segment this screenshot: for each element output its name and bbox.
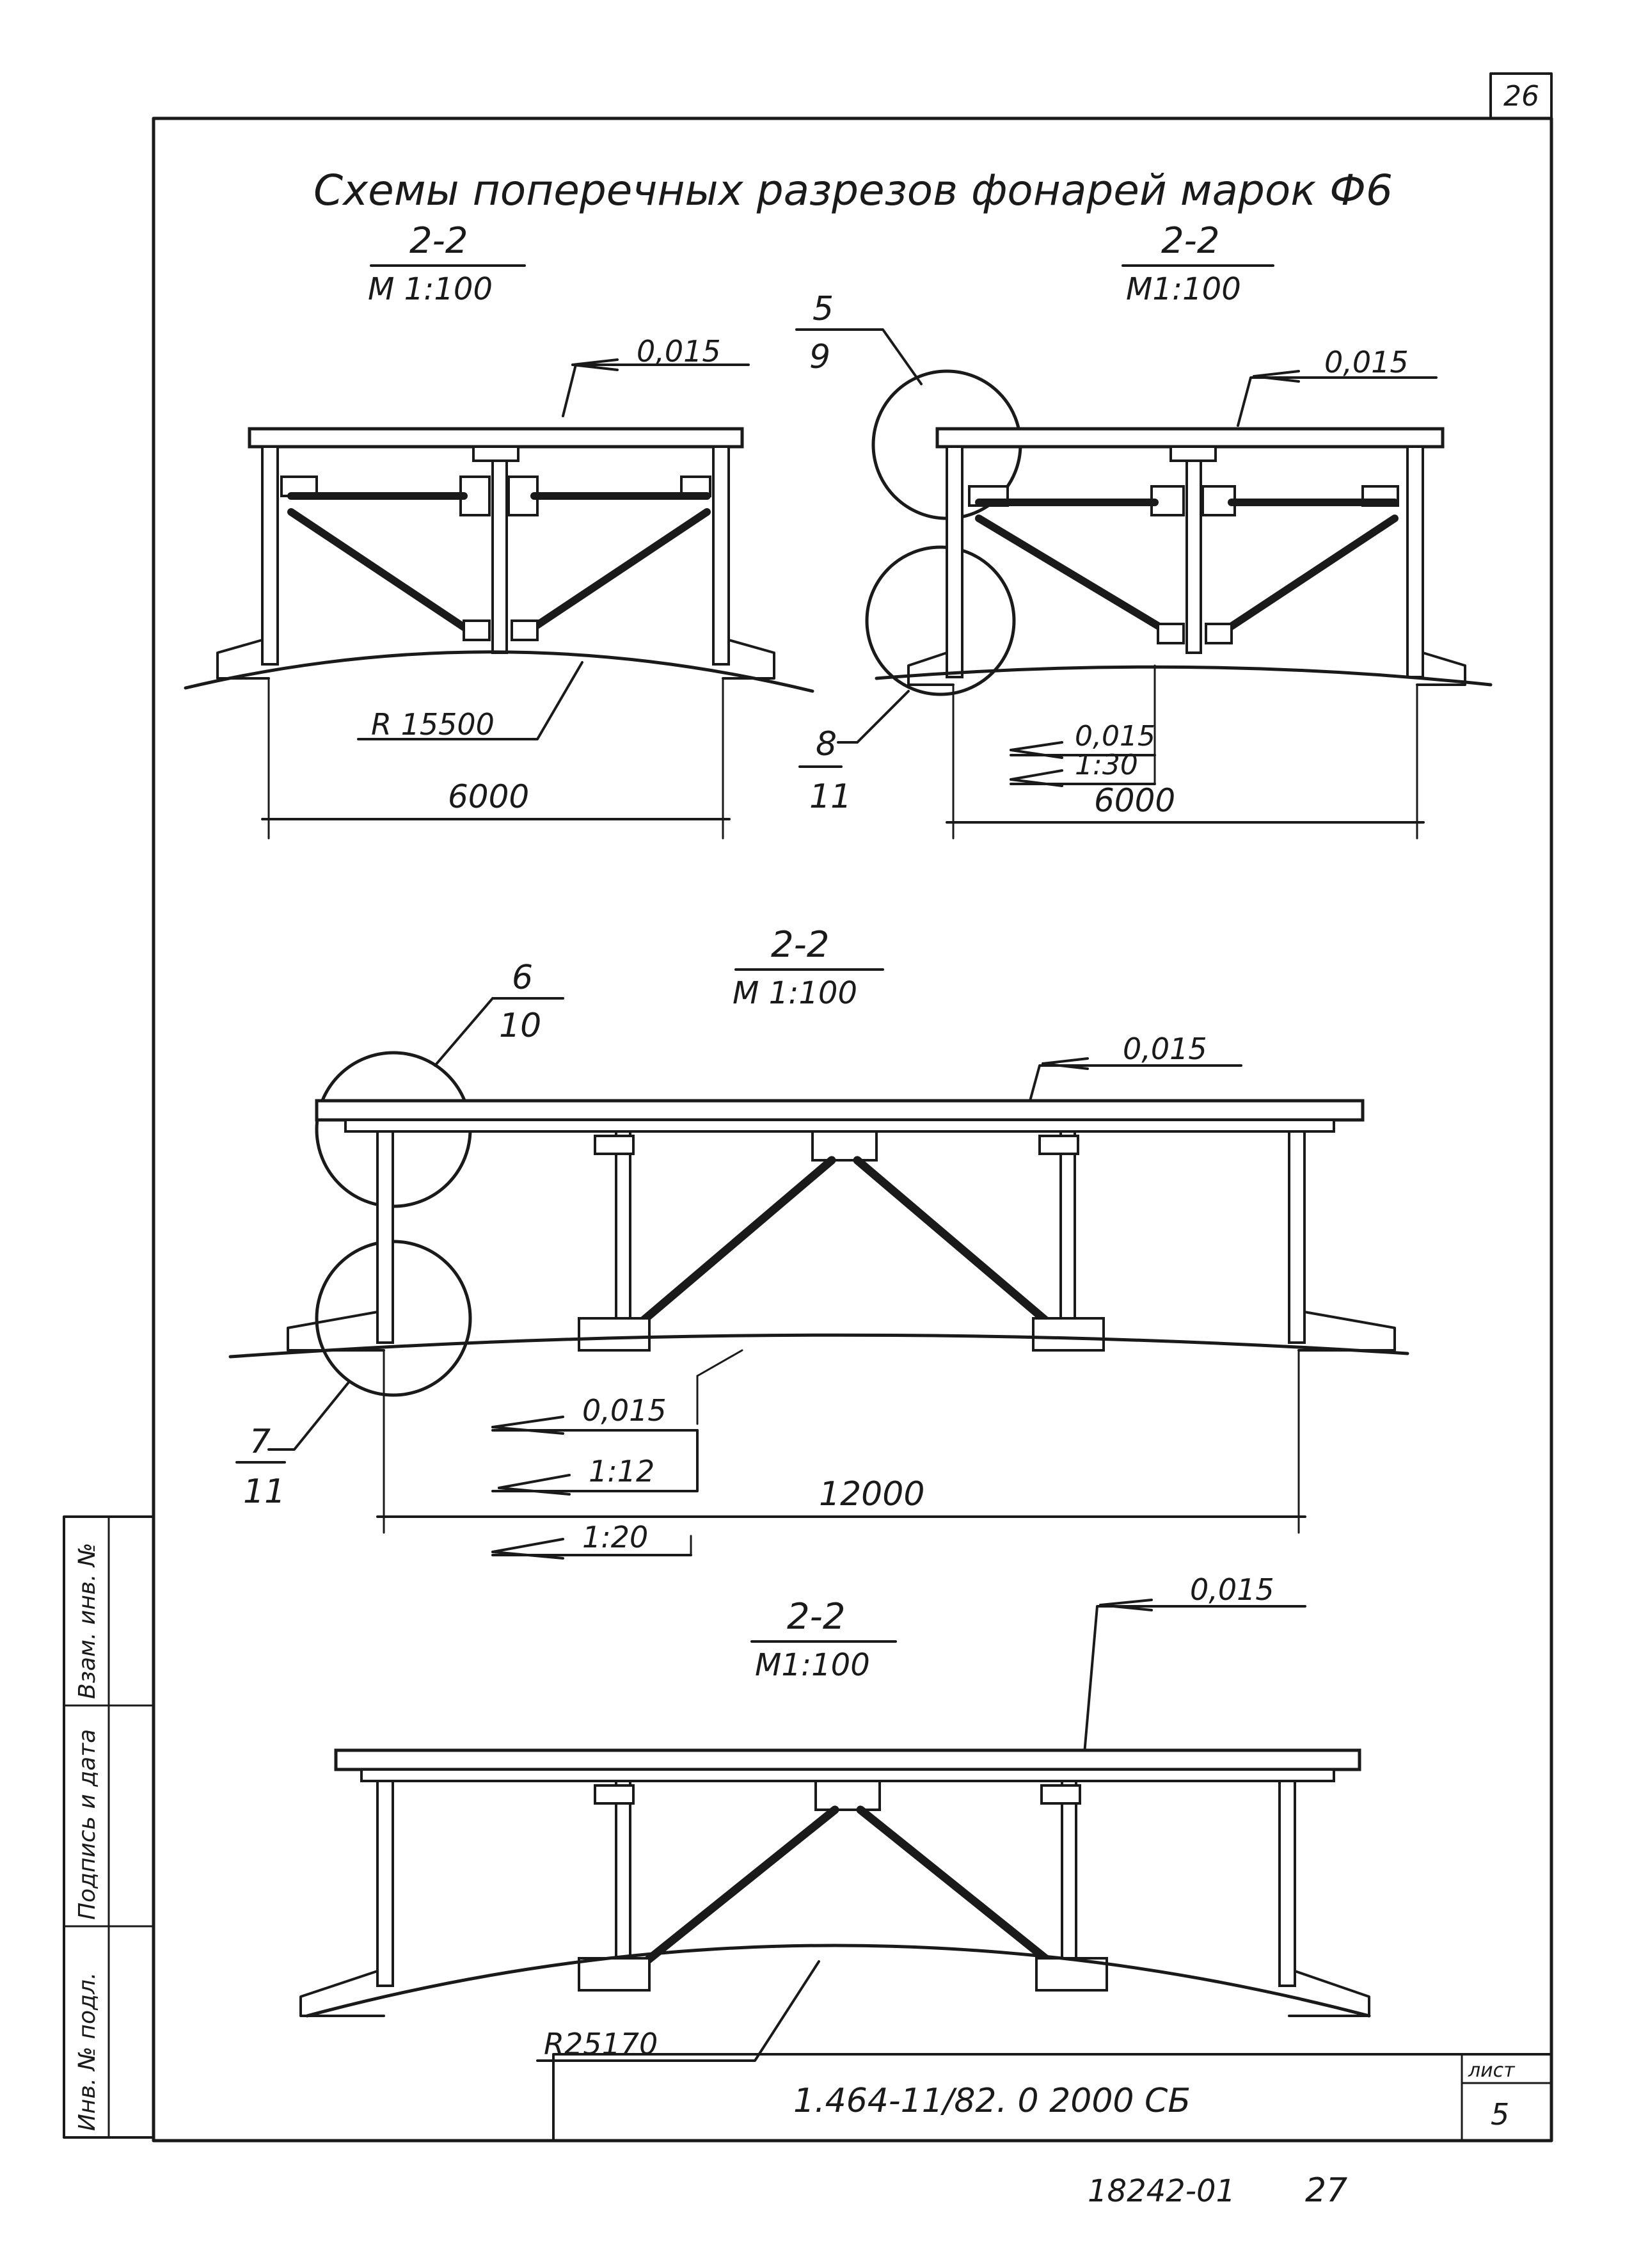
callout-b-num: 8 <box>816 725 837 763</box>
slope-bottom-2: 1:30 <box>1075 749 1138 781</box>
slope-bottom-1: 0,015 <box>582 1393 667 1428</box>
section-label: 2-2 <box>1161 220 1219 262</box>
section-scale: М1:100 <box>1126 271 1241 307</box>
roof-slope: 0,015 <box>1190 1572 1274 1607</box>
callout-b-den: 11 <box>809 778 852 816</box>
callout-b-den: 11 <box>243 1473 285 1511</box>
side-stamp: Инв. № подл. Подпись и дата Взам. инв. № <box>63 1515 155 2139</box>
span-dimension: 6000 <box>1094 782 1175 819</box>
roof-slope: 0,015 <box>1324 345 1409 379</box>
archive-page: 27 <box>1305 2171 1347 2210</box>
section-scale: М 1:100 <box>733 975 857 1011</box>
roof-slope: 0,015 <box>637 334 721 369</box>
callout-b-num: 7 <box>250 1423 271 1461</box>
section-label: 2-2 <box>787 1596 845 1638</box>
callout-a-num: 6 <box>512 959 533 997</box>
callout-a-num: 5 <box>812 290 834 328</box>
sheet-label: лист <box>1468 2059 1516 2082</box>
radius-label: R 15500 <box>371 707 495 742</box>
slope-bottom-3: 1:20 <box>582 1520 648 1554</box>
stamp-cell-sign: Подпись и дата <box>74 1729 100 1920</box>
document-code: 1.464-11/82. 0 2000 СБ <box>793 2082 1191 2120</box>
section-label: 2-2 <box>771 924 829 966</box>
section-scale: М1:100 <box>755 1647 870 1683</box>
title-block: 1.464-11/82. 0 2000 СБ лист 5 <box>552 2053 1553 2142</box>
sheet-number: 5 <box>1491 2097 1509 2132</box>
span-dimension: 6000 <box>448 778 529 815</box>
stamp-cell-inv: Инв. № подл. <box>74 1972 100 2131</box>
section-middle: 2-2 М 1:100 0,015 6 10 7 11 <box>228 924 1409 1560</box>
section-top-right: 2-2 М1:100 0,015 5 9 8 11 <box>795 220 1493 840</box>
roof-slope: 0,015 <box>1123 1032 1207 1066</box>
callout-a-den: 10 <box>499 1007 541 1045</box>
drawing-title: Схемы поперечных разрезов фонарей марок … <box>313 166 1393 215</box>
section-top-left: 2-2 М 1:100 0,015 R 15500 <box>184 220 814 840</box>
section-bottom: 2-2 М1:100 0,015 R25170 <box>299 1572 1371 2062</box>
section-scale: М 1:100 <box>368 271 493 307</box>
span-dimension: 12000 <box>819 1475 924 1513</box>
page-number-top: 26 <box>1503 80 1539 113</box>
callout-a-den: 9 <box>809 338 830 376</box>
archive-number: 18242-01 <box>1088 2173 1235 2209</box>
radius-label: R25170 <box>544 2027 658 2061</box>
stamp-cell-replace: Взам. инв. № <box>74 1543 100 1699</box>
slope-bottom-2: 1:12 <box>589 1454 654 1489</box>
slope-bottom-1: 0,015 <box>1075 720 1155 753</box>
section-label: 2-2 <box>409 220 468 262</box>
